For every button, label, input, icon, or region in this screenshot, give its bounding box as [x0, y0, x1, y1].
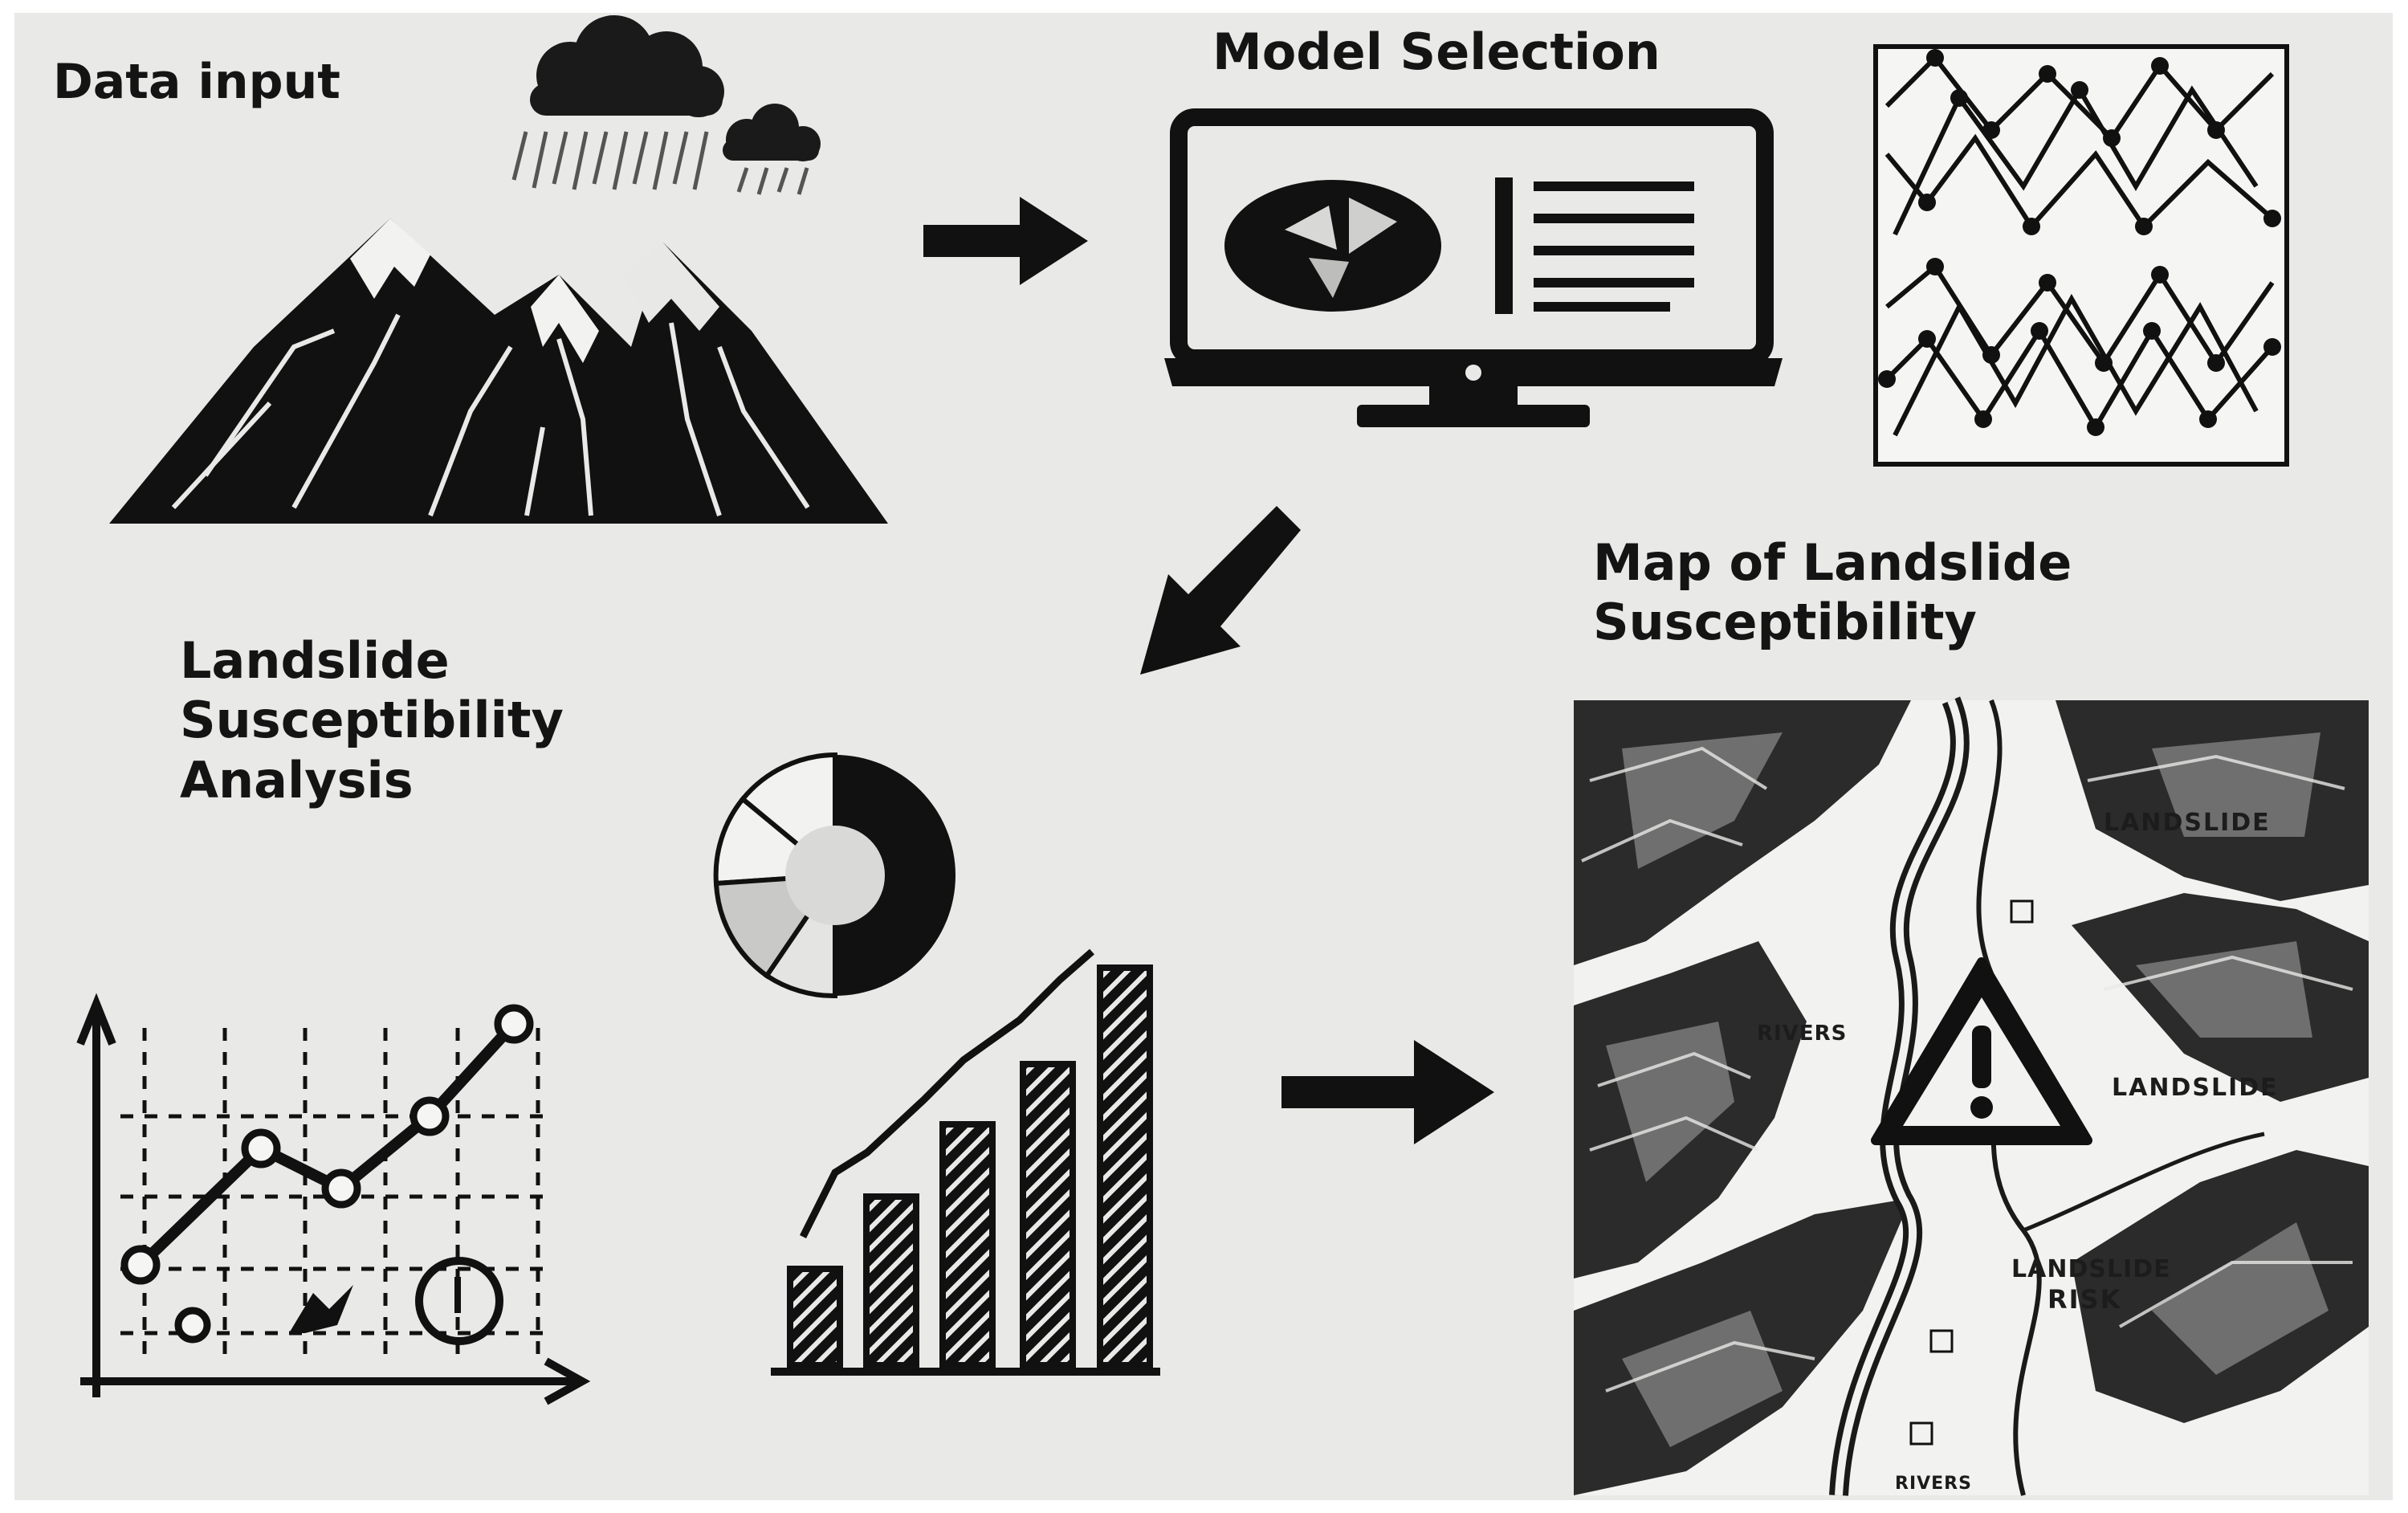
arrow-to-model [923, 197, 1088, 285]
warning-icon [1871, 957, 2092, 1145]
rain-cloud-icon [511, 15, 821, 195]
map-label-landslide-risk: LANDSLIDE [2011, 1255, 2171, 1283]
monitor-icon [1164, 108, 1783, 427]
mountain-icon [109, 218, 888, 524]
map-label-landslide-2: LANDSLIDE [2112, 1074, 2279, 1102]
analysis-label: Landslide Susceptibility Analysis [180, 631, 564, 810]
map-label-rivers-2: RIVERS [1895, 1474, 1972, 1494]
map-label-rivers-1: RIVERS [1757, 1022, 1847, 1046]
pie-chart-icon [713, 752, 955, 999]
bar-chart-icon [771, 948, 1160, 1376]
model-selection-label: Model Selection [1212, 22, 1660, 81]
map-label-landslide-1: LANDSLIDE [2104, 809, 2271, 837]
map-label: Map of Landslide Susceptibility [1593, 533, 2072, 652]
map-label-risk: RISK [2047, 1284, 2121, 1315]
arrow-to-analysis [1140, 506, 1301, 675]
network-graph-icon [1873, 44, 2289, 467]
susceptibility-map: LANDSLIDE LANDSLIDE LANDSLIDE RISK RIVER… [1574, 696, 2369, 1496]
data-input-label: Data input [53, 54, 340, 110]
line-chart-icon [76, 993, 591, 1405]
arrow-to-map [1281, 1040, 1494, 1144]
